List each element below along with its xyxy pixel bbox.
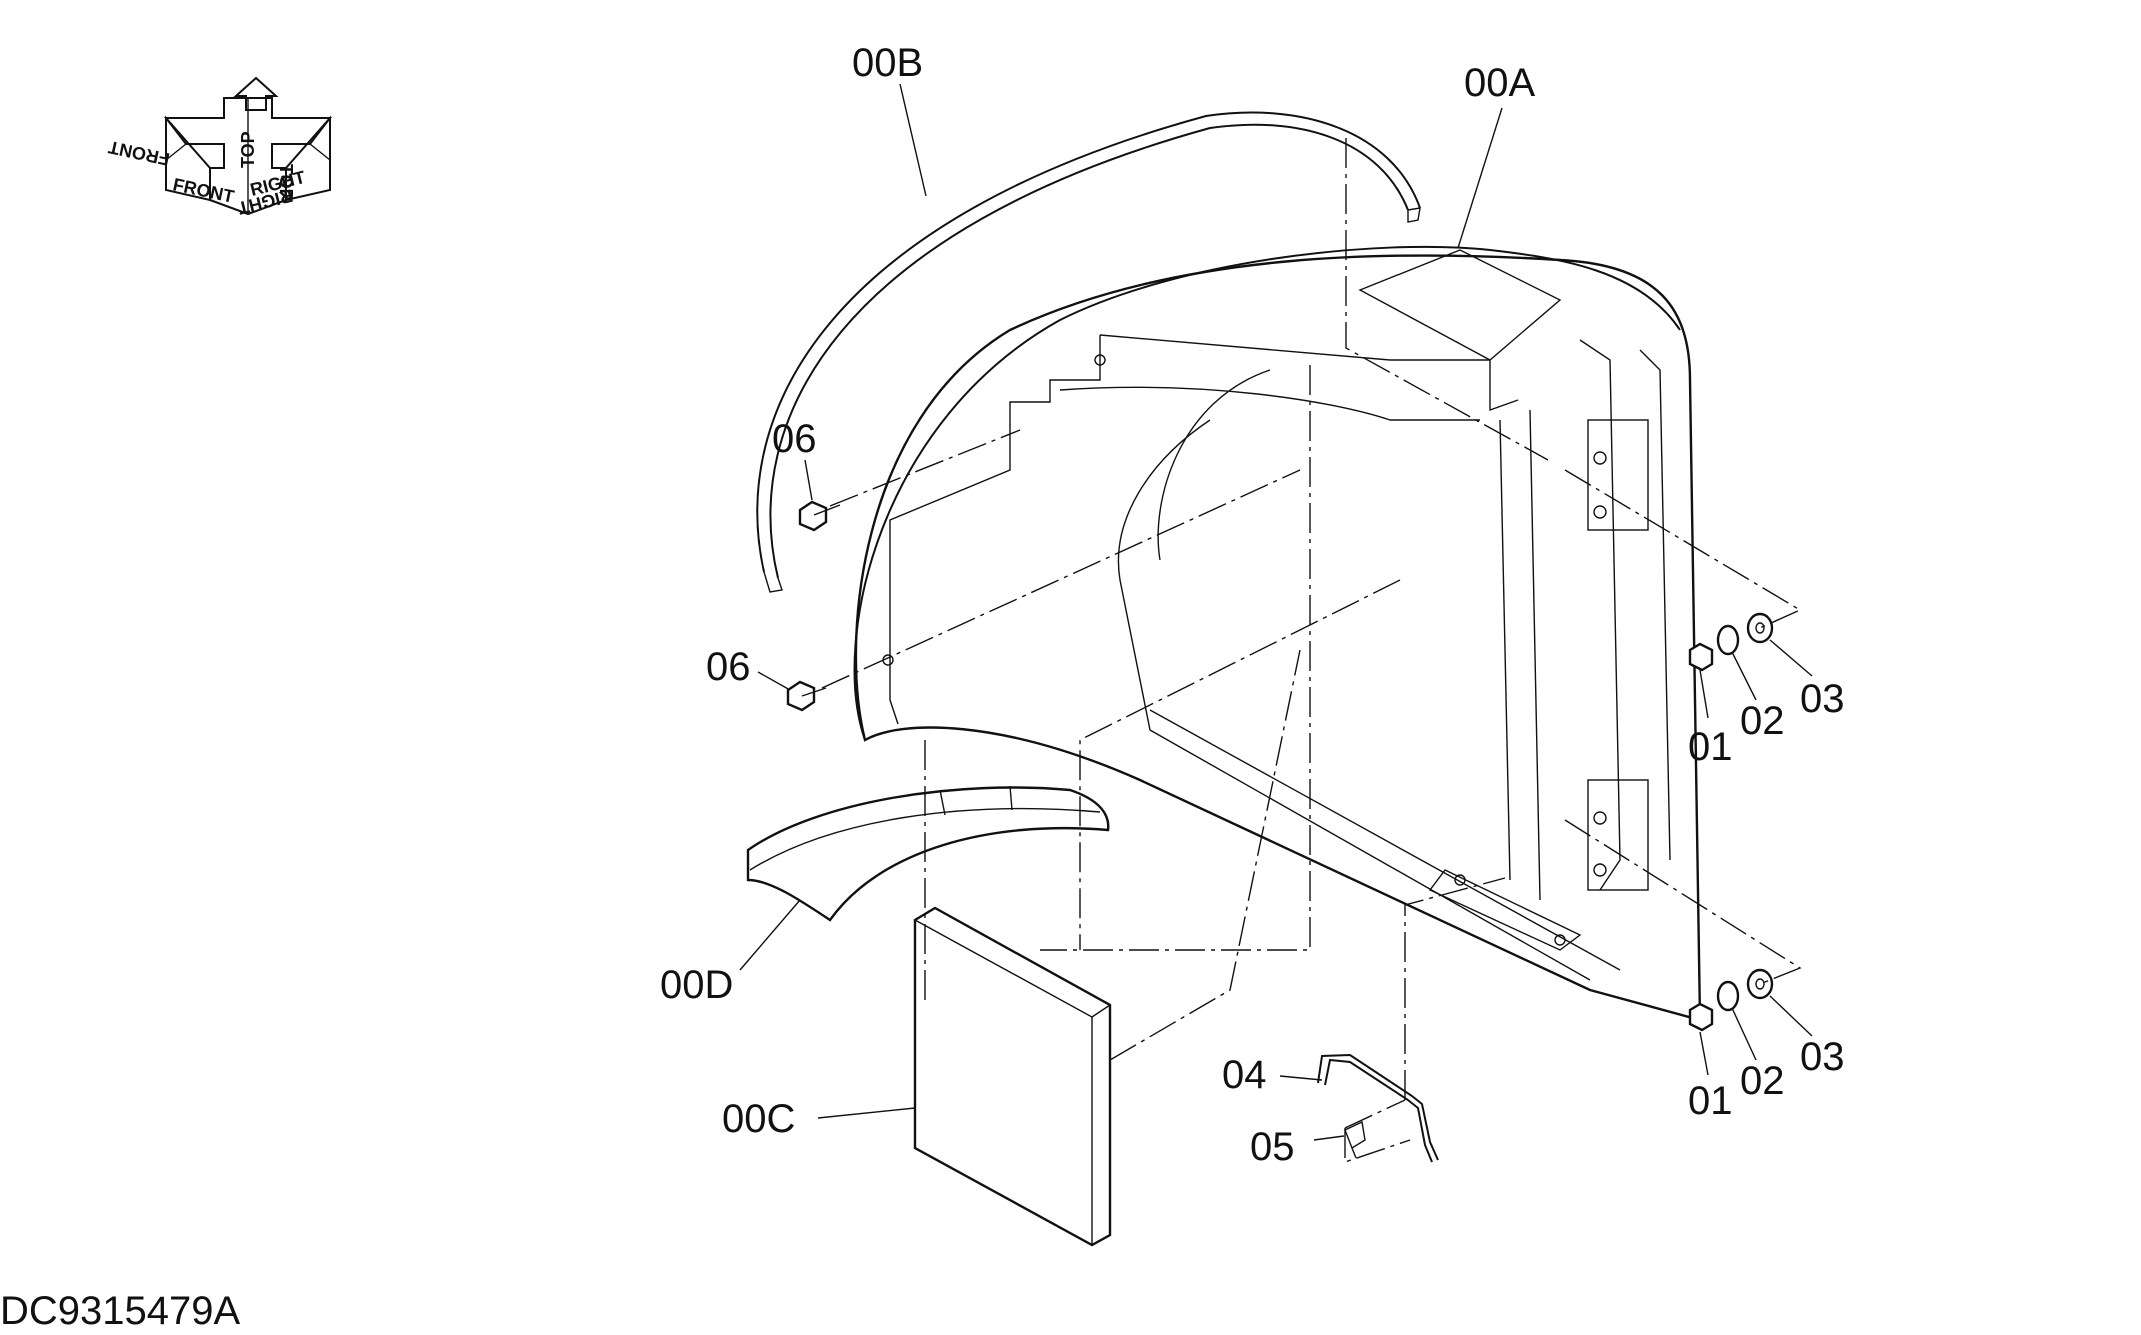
assembly-center-lines — [821, 138, 1802, 1163]
callout-01-upper: 01 — [1688, 725, 1733, 769]
callout-00C: 00C — [722, 1097, 795, 1141]
callout-00D: 00D — [660, 963, 733, 1007]
callout-02-upper: 02 — [1740, 699, 1785, 743]
bolt-06-upper — [798, 500, 841, 532]
leader-lines — [739, 83, 1813, 1141]
bolt-06-lower — [786, 680, 827, 712]
trim-strip-00B — [756, 111, 1421, 593]
orientation-top-label: TOP — [238, 131, 258, 168]
callout-03-upper: 03 — [1800, 677, 1845, 721]
drawing-code: DC9315479A — [0, 1289, 240, 1333]
callout-05: 05 — [1250, 1125, 1295, 1169]
orientation-front-label: FRONT — [171, 174, 236, 206]
callout-04: 04 — [1222, 1053, 1267, 1097]
callout-06-upper: 06 — [772, 417, 817, 461]
orientation-front-mirrored-label: FRONT — [107, 137, 172, 169]
callout-00A: 00A — [1464, 61, 1535, 105]
callout-02-lower: 02 — [1740, 1059, 1785, 1103]
callout-labels: 00B 00A 06 06 00D 00C 04 05 01 02 03 01 … — [660, 41, 1845, 1169]
callout-06-lower: 06 — [706, 645, 751, 689]
cover-assembly-00A — [853, 245, 1702, 1022]
hardware-lower — [1688, 968, 1774, 1032]
orientation-top-mirrored-label: TOP — [276, 164, 296, 201]
callout-01-lower: 01 — [1688, 1079, 1733, 1123]
panel-00D — [746, 785, 1110, 922]
orientation-arrows-icon: FRONT FRONT TOP TOP RIGHT RIGHT — [107, 76, 333, 218]
rod-04 — [1317, 1053, 1439, 1163]
callout-00B: 00B — [852, 41, 923, 85]
clip-05 — [1344, 1120, 1366, 1159]
foam-block-00C — [913, 906, 1112, 1247]
hardware-upper — [1688, 612, 1774, 672]
callout-03-lower: 03 — [1800, 1035, 1845, 1079]
